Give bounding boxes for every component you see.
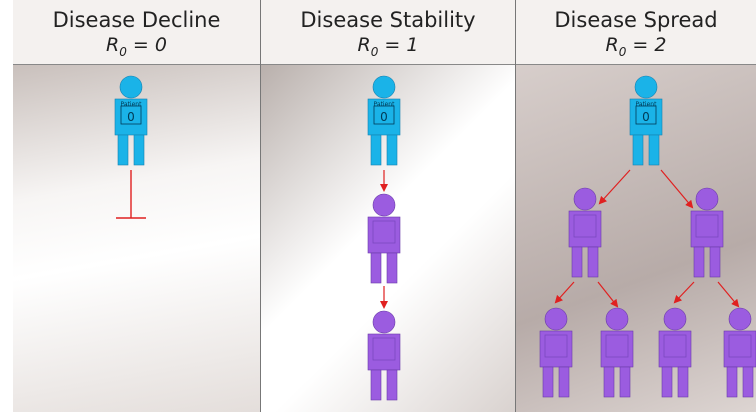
infected-person — [539, 307, 573, 398]
person-torso — [114, 98, 148, 136]
patient-number: 0 — [642, 110, 650, 124]
panel-header: Disease Spread R0 = 2 — [516, 0, 756, 65]
infected-person — [658, 307, 692, 398]
person-leg — [542, 366, 554, 398]
person-chest — [663, 334, 687, 358]
patient-number: 0 — [380, 110, 388, 124]
patient-number: 0 — [127, 110, 135, 124]
infected-person — [367, 310, 401, 401]
person-leg — [709, 246, 721, 278]
panel-title: Disease Spread — [554, 8, 718, 32]
panel-title: Disease Decline — [52, 8, 221, 32]
person-torso — [629, 98, 663, 136]
person-head — [728, 307, 752, 331]
person-leg — [677, 366, 689, 398]
person-head — [119, 75, 143, 99]
person-leg — [742, 366, 754, 398]
infected-person — [600, 307, 634, 398]
patient-label: Patient — [121, 101, 143, 108]
infected-person — [367, 193, 401, 284]
person-leg — [133, 134, 145, 166]
person-leg — [386, 134, 398, 166]
person-chest — [372, 220, 396, 244]
person-leg — [370, 369, 382, 401]
patient-zero-figure: Patient 0 — [114, 75, 148, 166]
person-leg — [370, 252, 382, 284]
patient-zero-figure: Patient 0 — [629, 75, 663, 166]
person-head — [573, 187, 597, 211]
person-leg — [693, 246, 705, 278]
person-leg — [603, 366, 615, 398]
transmission-arrow — [597, 281, 619, 308]
patient-badge — [635, 105, 657, 125]
panel-header: Disease Stability R0 = 1 — [261, 0, 515, 65]
person-chest — [695, 214, 719, 238]
r0-label: R0 = 1 — [357, 34, 419, 59]
infected-person — [568, 187, 602, 278]
person-head — [372, 310, 396, 334]
person-leg — [558, 366, 570, 398]
person-leg — [648, 134, 660, 166]
person-leg — [726, 366, 738, 398]
r0-label: R0 = 2 — [605, 34, 667, 59]
person-leg — [661, 366, 673, 398]
infected-person — [690, 187, 724, 278]
person-leg — [370, 134, 382, 166]
patient-label: Patient — [374, 101, 396, 108]
r0-label: R0 = 0 — [106, 34, 167, 59]
panel-title: Disease Stability — [300, 8, 476, 32]
person-head — [544, 307, 568, 331]
person-chest — [544, 334, 568, 358]
patient-badge — [373, 105, 395, 125]
transmission-arrow — [554, 281, 575, 304]
transmission-arrow — [673, 281, 695, 304]
transmission-arrow — [598, 169, 631, 205]
patient-zero-figure: Patient 0 — [367, 75, 401, 166]
person-head — [372, 75, 396, 99]
transmission-arrow — [660, 169, 694, 209]
person-leg — [632, 134, 644, 166]
transmission-arrow — [717, 281, 740, 308]
patient-badge — [120, 105, 142, 125]
person-head — [605, 307, 629, 331]
person-leg — [619, 366, 631, 398]
person-head — [695, 187, 719, 211]
person-chest — [728, 334, 752, 358]
patient-label: Patient — [636, 101, 658, 108]
panel-header: Disease Decline R0 = 0 — [13, 0, 260, 65]
person-leg — [571, 246, 583, 278]
person-leg — [587, 246, 599, 278]
infected-person — [723, 307, 756, 398]
person-head — [634, 75, 658, 99]
person-chest — [573, 214, 597, 238]
person-leg — [117, 134, 129, 166]
person-chest — [372, 337, 396, 361]
person-leg — [386, 252, 398, 284]
person-torso — [367, 98, 401, 136]
person-chest — [605, 334, 629, 358]
person-leg — [386, 369, 398, 401]
person-head — [372, 193, 396, 217]
person-head — [663, 307, 687, 331]
